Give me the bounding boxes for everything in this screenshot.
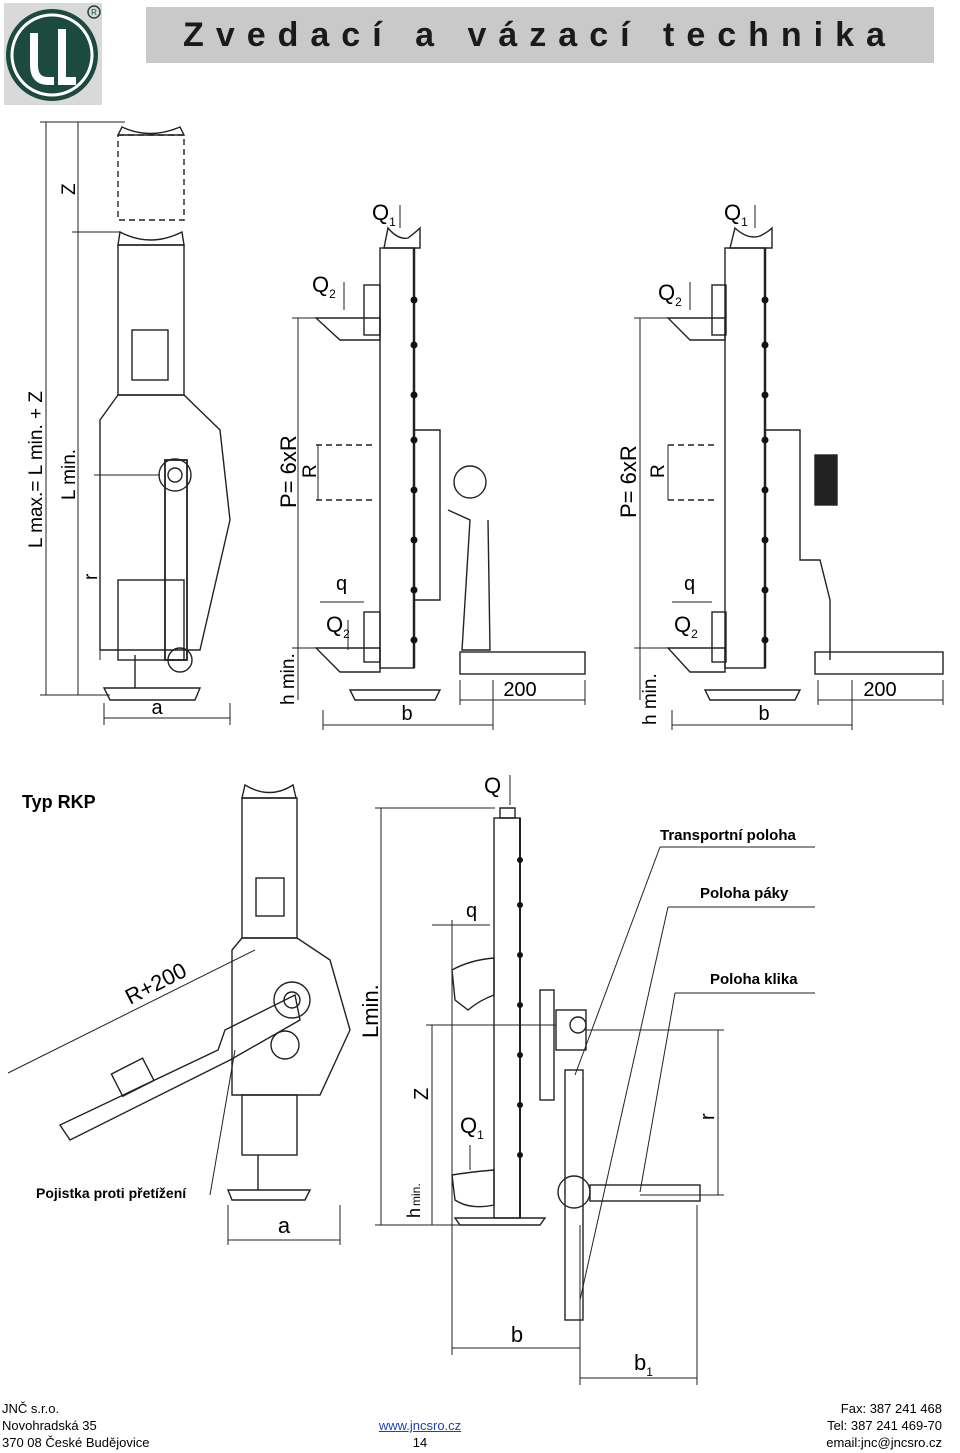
label-q2-top-right: Q2 — [658, 280, 682, 309]
svg-text:R: R — [91, 8, 97, 17]
label-r: r — [81, 573, 102, 580]
footer-contact: Fax: 387 241 468 Tel: 387 241 469-70 ema… — [826, 1400, 942, 1451]
label-poloha-paky: Poloha páky — [700, 885, 789, 902]
footer-company: JNČ s.r.o. — [2, 1401, 60, 1416]
label-Q-rkp: Q — [484, 773, 501, 798]
footer-page-number: 14 — [412, 1435, 428, 1450]
footer-city: 370 08 České Budějovice — [2, 1435, 150, 1450]
company-logo: R — [4, 3, 102, 105]
footer-website-link[interactable]: www.jncsro.cz — [378, 1418, 462, 1433]
jack-side-view-1 — [292, 205, 586, 730]
label-q2-top-mid: Q2 — [312, 272, 336, 301]
label-r-rkp: r — [697, 1113, 719, 1120]
label-q-mid: q — [336, 573, 347, 595]
label-200-mid: 200 — [503, 679, 536, 701]
footer-address: JNČ s.r.o. Novohradská 35 370 08 České B… — [2, 1400, 149, 1451]
label-poloha-klika: Poloha klika — [710, 971, 798, 988]
label-q2-bot-mid: Q2 — [326, 612, 350, 641]
footer-fax: Fax: 387 241 468 — [840, 1401, 942, 1416]
label-q1-right: Q1 — [724, 200, 748, 229]
technical-drawing: L max.= L min. + Z L min. Z r a Q1 Q2 P=… — [7, 121, 944, 1385]
label-hmin-right: h min. — [640, 673, 661, 725]
footer-tel: Tel: 387 241 469-70 — [827, 1418, 942, 1433]
label-z: Z — [59, 183, 80, 195]
label-z-rkp: Z — [411, 1088, 433, 1100]
label-200-right: 200 — [863, 679, 896, 701]
label-R-right: R — [648, 464, 669, 478]
footer-center: www.jncsro.cz 14 — [350, 1400, 490, 1451]
label-R-mid: R — [300, 464, 321, 478]
label-q2-bot-right: Q2 — [674, 612, 698, 641]
jack-rkp-front-view — [7, 783, 351, 1245]
label-q-rkp: q — [466, 900, 477, 922]
label-q1-mid: Q1 — [372, 200, 396, 229]
label-lmin-rkp: Lmin. — [358, 984, 383, 1038]
label-a-rkp: a — [278, 1213, 291, 1238]
label-b-mid: b — [401, 703, 412, 725]
label-b-rkp: b — [511, 1322, 523, 1347]
header-title: Zvedací a vázací technika — [183, 16, 897, 54]
logo-emblem: R — [6, 5, 101, 101]
footer-email: email:jnc@jncsro.cz — [826, 1435, 942, 1450]
jack-front-view — [40, 121, 231, 725]
label-a: a — [151, 697, 163, 719]
header-banner: Zvedací a vázací technika — [146, 7, 934, 63]
label-hmin-mid: h min. — [278, 653, 299, 705]
label-q1-rkp: Q1 — [460, 1113, 484, 1142]
label-p-right: P= 6xR — [616, 445, 641, 518]
label-typ-rkp: Typ RKP — [22, 792, 96, 812]
label-b1-rkp: b1 — [634, 1350, 653, 1379]
label-lmax: L max.= L min. + Z — [26, 391, 47, 548]
page-footer: JNČ s.r.o. Novohradská 35 370 08 České B… — [0, 1400, 960, 1453]
label-transport: Transportní poloha — [660, 827, 796, 844]
footer-street: Novohradská 35 — [2, 1418, 97, 1433]
label-pojistka: Pojistka proti přetížení — [36, 1185, 187, 1201]
label-q-right: q — [684, 573, 695, 595]
label-b-right: b — [758, 703, 769, 725]
jack-side-view-2 — [634, 205, 944, 730]
label-hmin-rkp: hmin. — [404, 1183, 424, 1218]
label-lmin: L min. — [59, 449, 80, 500]
jack-rkp-side-view — [375, 775, 815, 1385]
label-p-mid: P= 6xR — [276, 435, 301, 508]
label-r200: R+200 — [121, 957, 191, 1009]
